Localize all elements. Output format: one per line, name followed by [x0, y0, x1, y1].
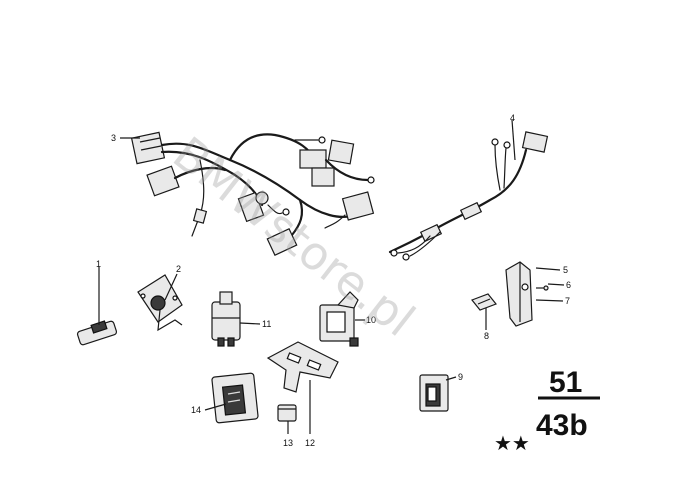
- part-10-switch: [319, 291, 359, 347]
- callout-7: 7: [565, 296, 570, 306]
- watermark-text: BMWstore.pl: [163, 126, 425, 347]
- callout-9: 9: [458, 372, 463, 382]
- part-3-main-harness: [130, 131, 375, 257]
- callout-2: 2: [176, 264, 181, 274]
- callout-3: 3: [111, 133, 116, 143]
- callout-13: 13: [283, 438, 293, 448]
- part-8-clip: [471, 293, 497, 311]
- part-14-window-switch: [211, 372, 259, 424]
- callout-leaders: [98, 119, 565, 434]
- callout-5: 5: [563, 265, 568, 275]
- part-5-angle-bracket: [505, 261, 549, 327]
- callout-12: 12: [305, 438, 315, 448]
- group-sub-number: 43b: [536, 409, 588, 442]
- part-2-door-contact: [137, 274, 183, 332]
- callout-labels: 3 1 2 4 5 6 7 8 9 10 11 12 13 14: [96, 113, 571, 448]
- part-12-bracket: [266, 341, 339, 393]
- stars-marker: ★★: [494, 431, 530, 455]
- part-13-cap: [277, 404, 297, 422]
- part-1-clip: [76, 320, 118, 346]
- part-4-secondary-harness: [388, 131, 549, 261]
- callout-8: 8: [484, 331, 489, 341]
- callout-6: 6: [566, 280, 571, 290]
- callout-14: 14: [191, 405, 201, 415]
- callout-4: 4: [510, 113, 515, 123]
- group-number-block: 51 43b ★★: [494, 366, 600, 455]
- group-main-number: 51: [549, 366, 582, 399]
- callout-10: 10: [366, 315, 376, 325]
- part-9-switch: [419, 374, 449, 412]
- callout-1: 1: [96, 259, 101, 269]
- callout-11: 11: [262, 319, 271, 329]
- part-11-switch: [211, 291, 241, 347]
